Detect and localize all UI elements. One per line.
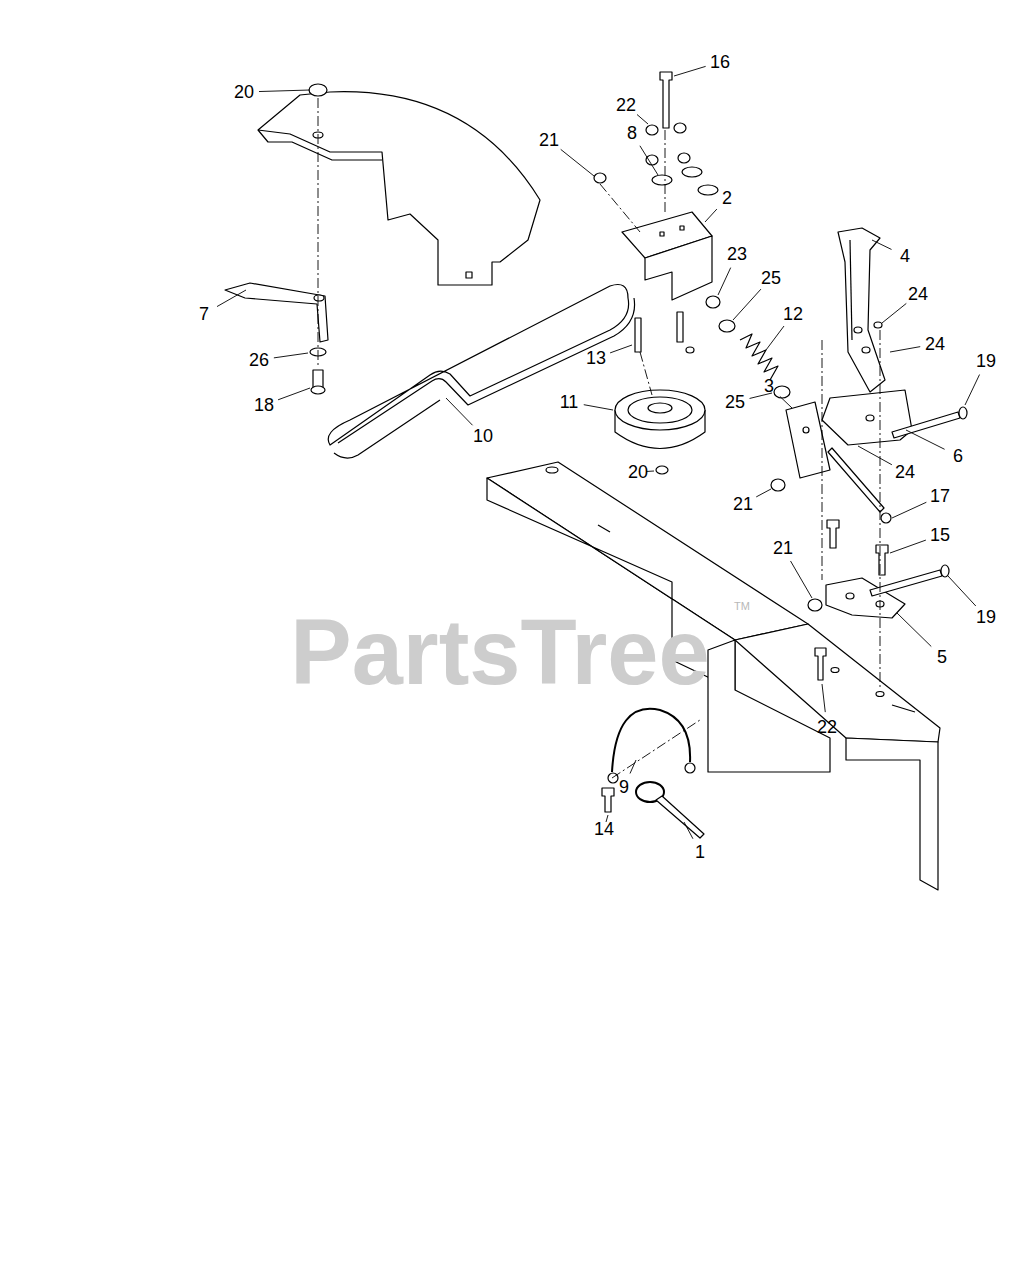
leader-line	[640, 146, 658, 175]
callout-number: 26	[249, 351, 269, 369]
callout-number: 18	[254, 396, 274, 414]
callout-number: 9	[619, 778, 629, 796]
callout-number: 2	[722, 189, 732, 207]
callout-number: 24	[895, 463, 915, 481]
leader-line	[965, 375, 980, 405]
callout-number: 25	[725, 393, 745, 411]
callout-number: 19	[976, 608, 996, 626]
leader-line	[610, 345, 632, 353]
leader-line	[259, 90, 310, 92]
callout-number: 11	[560, 393, 579, 411]
callout-number: 24	[925, 335, 945, 353]
callout-number: 16	[710, 53, 730, 71]
callout-number: 10	[473, 427, 493, 445]
callout-number: 20	[234, 83, 254, 101]
callout-number: 6	[953, 447, 963, 465]
leader-line	[718, 268, 731, 295]
callout-number: 7	[199, 305, 209, 323]
leader-line	[733, 289, 761, 320]
callout-number: 22	[817, 718, 837, 736]
leader-line	[766, 326, 784, 350]
callout-number: 5	[937, 648, 947, 666]
leader-line	[637, 115, 648, 125]
leader-line	[872, 240, 892, 249]
leader-line	[822, 684, 825, 712]
callout-number: 24	[908, 285, 928, 303]
leader-line	[274, 353, 308, 358]
callout-number: 20	[628, 463, 648, 481]
callout-number: 21	[733, 495, 753, 513]
leader-line	[890, 347, 920, 352]
callout-number: 21	[773, 539, 793, 557]
leader-line	[278, 388, 310, 400]
callout-number: 4	[900, 247, 910, 265]
callout-number: 14	[594, 820, 614, 838]
callout-number: 1	[695, 843, 705, 861]
leader-line	[217, 290, 246, 307]
callout-number: 8	[627, 124, 637, 142]
leader-line	[756, 489, 771, 497]
callout-number: 25	[761, 269, 781, 287]
leader-line	[882, 303, 906, 323]
leader-line	[791, 561, 812, 598]
leader-line	[561, 149, 594, 176]
callout-number: 23	[727, 245, 747, 263]
callout-number: 22	[616, 96, 636, 114]
leader-line	[890, 540, 926, 553]
callout-number: 21	[539, 131, 559, 149]
leader-line	[858, 446, 892, 465]
callout-number: 17	[930, 487, 950, 505]
leader-line	[897, 613, 931, 647]
callout-number: 13	[586, 349, 606, 367]
leader-line	[630, 760, 636, 774]
callout-number: 3	[764, 377, 774, 395]
leader-line	[948, 576, 976, 606]
leader-line	[674, 66, 706, 76]
callout-number: 19	[976, 352, 996, 370]
leader-line	[892, 502, 926, 518]
callout-number: 12	[783, 305, 803, 323]
watermark: TM	[734, 601, 750, 612]
leader-line	[705, 209, 717, 222]
leader-line	[584, 405, 613, 410]
leader-line	[446, 398, 473, 425]
leader-line	[684, 822, 693, 839]
watermark: PartsTree	[290, 606, 709, 698]
leader-line	[780, 396, 792, 408]
leader-line	[906, 430, 945, 449]
callout-number: 15	[930, 526, 950, 544]
